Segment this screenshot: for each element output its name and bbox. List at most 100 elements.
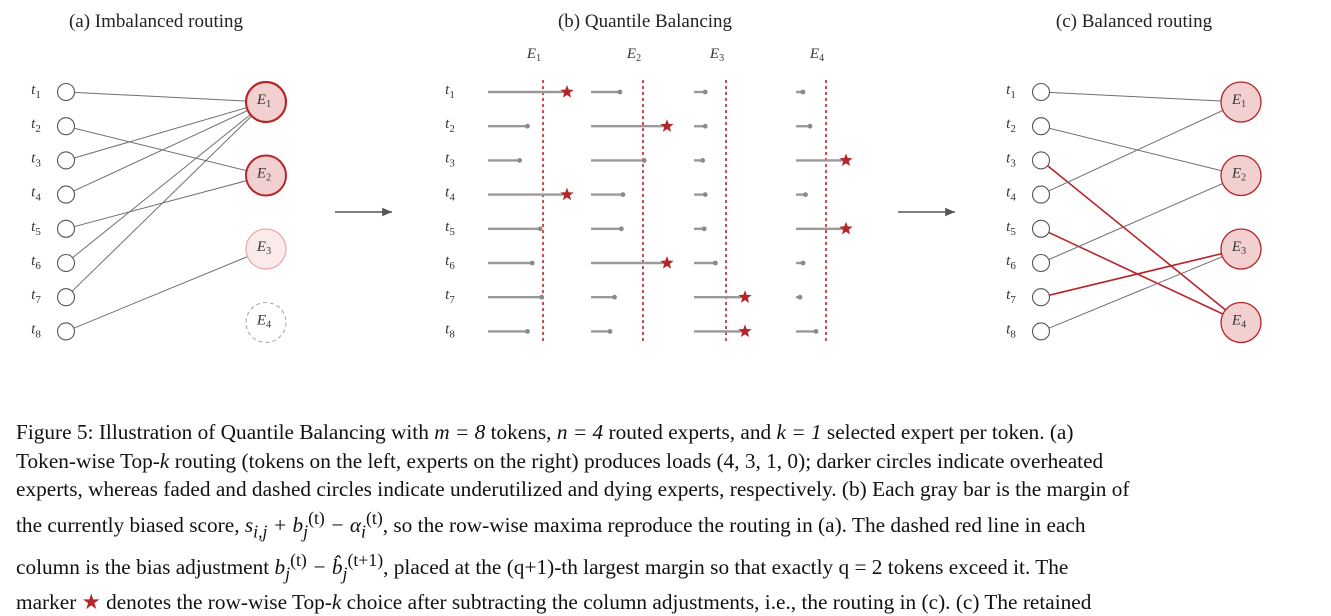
token-label-t8: t8	[1006, 322, 1016, 340]
token-node-t3	[1031, 151, 1051, 170]
routing-edge-t8	[65, 248, 267, 332]
figure-caption: Figure 5: Illustration of Quantile Balan…	[16, 418, 1316, 616]
margin-dot-t8-e2	[607, 329, 613, 334]
margin-dot-t7-e1	[539, 294, 545, 300]
expert-node-e2	[1220, 154, 1262, 197]
margin-dot-t7-e4	[797, 294, 803, 300]
expert-node-e2	[245, 154, 287, 197]
token-node-t1	[1031, 82, 1051, 102]
expert-label-e3: E3	[256, 239, 271, 257]
margin-dot-t2-e4	[807, 123, 813, 129]
routing-edge-t7	[65, 101, 267, 298]
row-label-t6: t6	[445, 253, 455, 271]
token-node-t2	[1031, 117, 1051, 136]
margin-dot-t4-e3	[702, 192, 708, 198]
expert-label-e1: E1	[256, 92, 271, 110]
expert-label-e3: E3	[1231, 239, 1246, 257]
token-label-t7: t7	[31, 288, 41, 306]
topk-star-t4-e1	[560, 187, 574, 201]
figure-5: (a) Imbalanced routing (b) Quantile Bala…	[31, 11, 1262, 344]
routing-edge-t1	[65, 91, 267, 103]
margin-dot-t2-e3	[702, 123, 708, 129]
token-label-t1: t1	[1006, 82, 1016, 100]
routing-edge-t2	[65, 125, 267, 176]
routing-edge-t6	[1040, 175, 1242, 264]
expert-label-e2: E2	[1231, 166, 1246, 184]
margin-dot-t4-e4	[803, 192, 808, 198]
margin-dot-t1-e4	[800, 89, 806, 95]
caption-line-3: experts, whereas faded and dashed circle…	[16, 477, 1130, 502]
margin-dot-t3-e3	[700, 158, 706, 163]
routing-edge-t6	[65, 101, 267, 264]
expert-node-e1	[244, 80, 288, 124]
expert-node-e3	[1220, 228, 1262, 270]
topk-star-t5-e4	[839, 221, 853, 235]
margin-dot-t3-e2	[641, 158, 647, 163]
token-node-t4	[1031, 185, 1051, 204]
margin-dot-t5-e3	[701, 226, 707, 232]
topk-star-t6-e2	[660, 256, 674, 269]
caption-line-6: marker ★ denotes the row-wise Top-k choi…	[16, 589, 1092, 614]
row-label-t1: t1	[445, 82, 455, 100]
column-header-e4: E4	[809, 46, 824, 64]
margin-dot-t7-e2	[612, 294, 617, 300]
routing-edge-t4	[1040, 101, 1242, 196]
star-marker-icon: ★	[81, 589, 101, 614]
caption-line-5: column is the bias adjustment bj(t) − b̂…	[16, 549, 1069, 584]
row-label-t4: t4	[445, 185, 455, 203]
margin-dot-t1-e2	[617, 89, 623, 95]
token-node-t5	[1031, 219, 1051, 238]
token-label-t2: t2	[1006, 117, 1016, 135]
margin-dot-t3-e1	[517, 158, 522, 163]
row-label-t3: t3	[445, 151, 455, 169]
routing-edge-t1	[1040, 91, 1242, 103]
expert-node-e4	[1220, 301, 1262, 344]
token-label-t7: t7	[1006, 288, 1016, 306]
token-label-t1: t1	[31, 82, 41, 100]
token-node-t8	[1031, 322, 1051, 341]
routing-edge-t7	[1040, 248, 1242, 298]
topk-star-t7-e3	[738, 290, 752, 303]
routing-edge-t8	[1040, 248, 1242, 332]
topk-star-t8-e3	[738, 324, 752, 338]
token-label-t4: t4	[31, 185, 41, 203]
token-label-t3: t3	[31, 151, 41, 169]
margin-dot-t8-e1	[525, 329, 530, 334]
expert-node-e1	[1220, 81, 1262, 123]
token-label-t3: t3	[1006, 151, 1016, 169]
margin-dot-t4-e2	[620, 192, 626, 198]
token-node-t4	[56, 185, 76, 204]
caption-line-2: Token-wise Top-k routing (tokens on the …	[16, 448, 1104, 473]
routing-edge-t3	[65, 101, 267, 161]
row-label-t7: t7	[445, 288, 455, 306]
margin-dot-t8-e4	[813, 329, 819, 334]
token-node-t7	[56, 288, 76, 307]
routing-edge-t5	[1040, 228, 1242, 324]
token-node-t1	[56, 82, 76, 102]
expert-label-e4: E4	[1231, 313, 1246, 331]
token-node-t5	[56, 219, 76, 238]
caption-line-1: Figure 5: Illustration of Quantile Balan…	[16, 420, 1074, 444]
margin-dot-t6-e3	[713, 260, 718, 266]
panel-b-title: (b) Quantile Balancing	[558, 11, 733, 32]
token-node-t7	[1031, 288, 1051, 307]
margin-dot-t5-e1	[537, 226, 543, 232]
token-node-t8	[56, 322, 76, 341]
routing-edge-t2	[1040, 125, 1242, 176]
expert-label-e2: E2	[256, 166, 271, 184]
token-label-t6: t6	[1006, 253, 1016, 271]
caption-line-4: the currently biased score, si,j + bj(t)…	[16, 507, 1086, 542]
token-label-t5: t5	[1006, 219, 1016, 237]
row-label-t8: t8	[445, 322, 455, 340]
token-label-t4: t4	[1006, 185, 1016, 203]
margin-dot-t5-e2	[619, 226, 624, 232]
expert-label-e4: E4	[256, 313, 271, 331]
panel-a-title: (a) Imbalanced routing	[69, 11, 244, 32]
topk-star-t2-e2	[660, 119, 674, 132]
topk-star-t1-e1	[560, 85, 574, 98]
topk-star-t3-e4	[839, 153, 853, 167]
routing-edge-t4	[65, 101, 267, 196]
